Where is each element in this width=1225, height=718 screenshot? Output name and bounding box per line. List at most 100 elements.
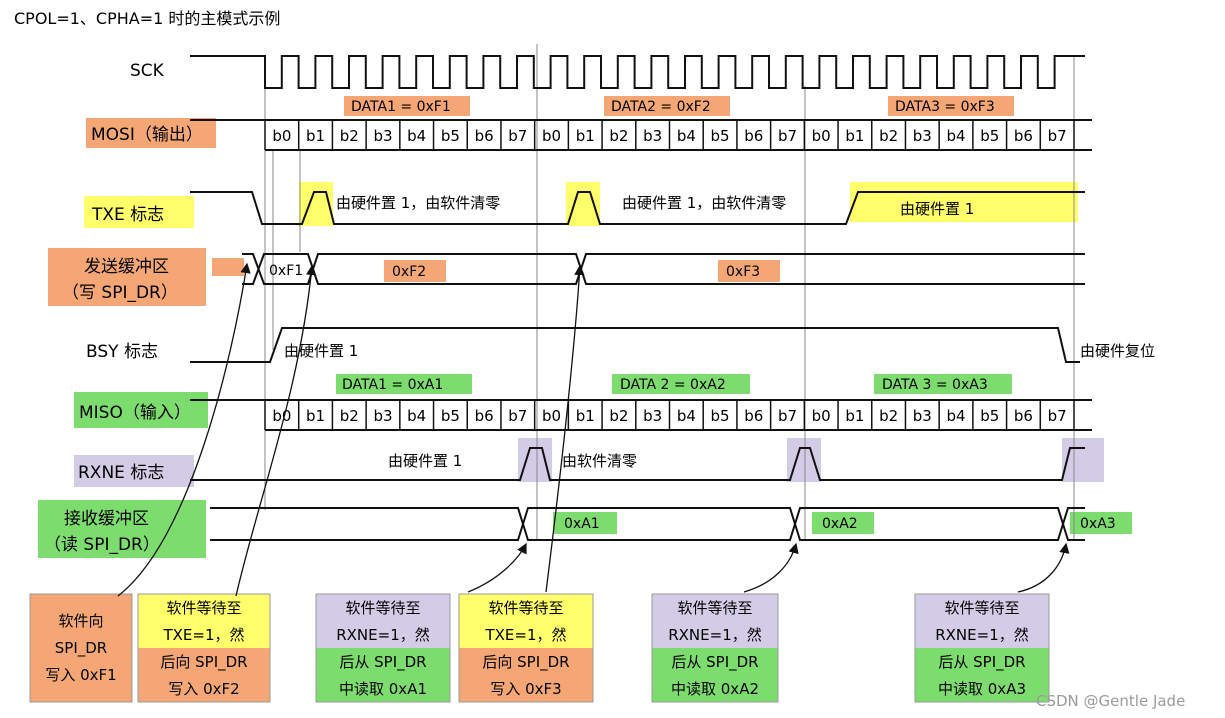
bit-cell-label: b2 [609,407,628,425]
step-box-line: 中读取 0xA2 [671,680,759,698]
txe-label-bg [84,196,194,228]
txe-note-final: 由硬件置 1 [900,200,974,218]
miso-data1-label: DATA1 = 0xA1 [342,377,443,393]
bit-cell-label: b0 [812,407,831,425]
bit-cell-label: b5 [980,407,999,425]
bit-cell-label: b5 [711,127,730,145]
step-box-band [915,648,1049,675]
step-box-line: 写入 0xF2 [168,680,239,698]
step-box-line: 软件等待至 [677,599,752,617]
miso-data2-label: DATA 2 = 0xA2 [620,377,726,393]
bit-cell-label: b0 [272,127,291,145]
step-arrows [117,262,1070,597]
bit-cell-label: b2 [340,407,359,425]
bit-cell-label: b0 [272,407,291,425]
miso-data1-bg [336,374,472,394]
tx-value-f3: 0xF3 [726,264,760,280]
txe-pulse-highlight-2 [566,182,600,226]
step-box-band [459,675,593,702]
step-box-line: TXE=1，然 [162,626,244,644]
mosi-data3-bg [888,96,1014,116]
rxne-label-bg [74,455,194,487]
tx-buffer-marker [212,258,244,276]
step-box-band [30,675,132,702]
rx-value-a2: 0xA2 [822,516,858,532]
step-box-line: 后从 SPI_DR [339,653,426,672]
txe-note-2: 由硬件置 1，由软件清零 [622,194,786,212]
step-box-band [138,648,270,675]
rx-value-a3: 0xA3 [1080,516,1116,532]
step-box-band [915,621,1049,648]
tx-f2-bg [384,260,446,282]
bit-cell-label: b7 [778,127,797,145]
rxne-waveform [190,447,1085,481]
bit-cell-label: b4 [407,407,426,425]
txe-waveform [190,191,1085,225]
step-box-line: 后向 SPI_DR [482,653,569,672]
step-box-line: SPI_DR [55,639,107,658]
tx-value-f2: 0xF2 [392,264,426,280]
bit-cell-label: b6 [1014,127,1033,145]
txe-note-1: 由硬件置 1，由软件清零 [336,194,500,212]
step-box-band [652,594,778,621]
step-box-line: 后从 SPI_DR [938,653,1025,672]
step-box-line: 软件等待至 [944,599,1019,617]
bit-cell-label: b1 [845,127,864,145]
bit-cell-label: b1 [845,407,864,425]
mosi-data2-label: DATA2 = 0xF2 [611,99,711,115]
tx-buffer-label-line2: （写 SPI_DR） [62,283,178,303]
step-box-line: RXNE=1，然 [935,626,1029,644]
mosi-label-bg [86,118,216,148]
bit-cell-label: b1 [576,407,595,425]
step-box-line: RXNE=1，然 [336,626,430,644]
step-box-band [652,675,778,702]
rxne-pulse-highlight-1 [518,438,552,482]
sck-label: SCK [130,61,165,81]
txe-final-highlight [850,182,1078,222]
step-box-band [652,621,778,648]
rx-value-a1: 0xA1 [564,516,600,532]
miso-label-bg [74,392,208,428]
mosi-data3-label: DATA3 = 0xF3 [895,99,995,115]
step-box-border [458,593,594,703]
step-box-band [138,594,270,621]
tx-value-f1: 0xF1 [269,263,303,279]
miso-data3-bg [874,374,1012,394]
tx-buffer-bus [242,253,1085,285]
rx-a2-bg [812,512,874,534]
step-box-band [316,621,450,648]
mosi-label: MOSI（输出） [91,125,203,145]
bit-cell-label: b4 [677,407,696,425]
tx-buffer-label-line1: 发送缓冲区 [84,257,169,277]
rx-buffer-label-line1: 接收缓冲区 [64,509,149,529]
step-box-line: 软件等待至 [166,599,241,617]
bit-cell-label: b3 [913,407,932,425]
step-box-band [915,675,1049,702]
tx-f3-bg [718,260,780,282]
bit-cell-label: b3 [643,127,662,145]
bit-cell-label: b4 [677,127,696,145]
txe-label: TXE 标志 [91,205,164,225]
bit-cell-label: b2 [609,127,628,145]
step-box-line: RXNE=1，然 [668,626,762,644]
rx-a3-bg [1070,512,1132,534]
bsy-set-note: 由硬件置 1 [284,342,358,360]
bit-cell-label: b2 [879,407,898,425]
step-box-line: 中读取 0xA3 [938,680,1026,698]
bit-cell-label: b5 [711,407,730,425]
diagram-title: CPOL=1、CPHA=1 时的主模式示例 [14,9,280,28]
bit-cell-label: b3 [373,407,392,425]
step-box-line: 软件等待至 [345,599,420,617]
bit-cell-label: b4 [407,127,426,145]
bit-cell-label: b1 [306,407,325,425]
bit-cell-label: b1 [576,127,595,145]
step-box-border [29,593,133,703]
bit-cell-label: b6 [744,127,763,145]
bit-cell-label: b7 [778,407,797,425]
